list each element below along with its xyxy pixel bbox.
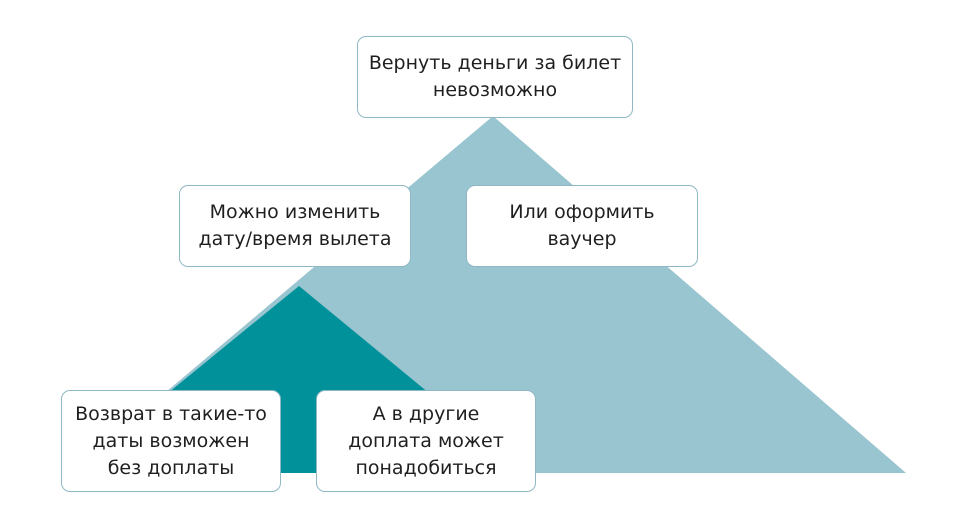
- node-surcharge-possible: А в другие доплата может понадобиться: [316, 390, 536, 492]
- node-voucher: Или оформить ваучер: [466, 185, 698, 267]
- node-change-date-time: Можно изменить дату/время вылета: [179, 185, 411, 267]
- node-top-refund-impossible: Вернуть деньги за билет невозможно: [357, 36, 633, 118]
- node-no-surcharge: Возврат в такие-то даты возможен без доп…: [61, 390, 281, 492]
